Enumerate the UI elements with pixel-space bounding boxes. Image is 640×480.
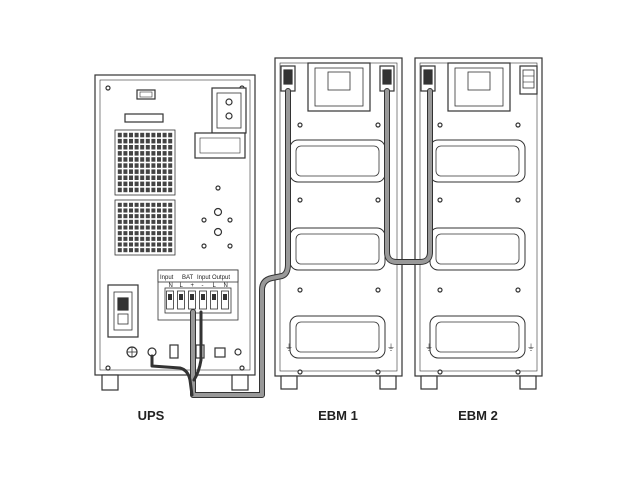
ebm2-handle-2 [429, 227, 526, 271]
ebm1-handle-1 [289, 139, 386, 183]
ups-vent-lower [114, 199, 176, 256]
terminal-pin-label: N [224, 283, 228, 289]
terminal-pin-label: N [169, 283, 173, 289]
svg-text:⏚: ⏚ [285, 343, 293, 352]
terminal-group-label: BAT [182, 275, 194, 281]
terminal-group-label: Input [197, 275, 211, 281]
ebm1-foot-left [280, 375, 298, 390]
terminal-pin-label: - [202, 283, 204, 289]
ebm2-handle-1 [429, 139, 526, 183]
ebm2-foot-left [420, 375, 438, 390]
svg-text:⏚: ⏚ [425, 343, 433, 352]
label-ebm2: EBM 2 [458, 408, 498, 423]
ups-foot-right [231, 374, 249, 391]
ebm2-foot-right [519, 375, 537, 390]
cable-ups-ground [150, 354, 194, 397]
terminal-pin-label: + [191, 283, 195, 289]
ebm1-foot-right [379, 375, 397, 390]
ups-foot-left [101, 374, 119, 391]
terminal-pin-label: L [180, 283, 184, 289]
svg-text:⏚: ⏚ [527, 343, 535, 352]
label-ups: UPS [137, 408, 165, 423]
ebm1-unit: ⏚ ⏚ [274, 57, 403, 390]
terminal-pin-label: L [213, 283, 217, 289]
ebm2-unit: ⏚ ⏚ [414, 57, 543, 390]
ups-switch-left [169, 344, 179, 359]
svg-text:⏚: ⏚ [387, 343, 395, 352]
cables [150, 88, 433, 398]
ebm2-handle-3 [429, 315, 526, 359]
ups-slot [124, 113, 164, 123]
terminal-group-label: Input [160, 275, 174, 281]
ups-vent-upper [114, 129, 176, 196]
ebm1-handle-2 [289, 227, 386, 271]
ebm1-handle-3 [289, 315, 386, 359]
label-ebm1: EBM 1 [318, 408, 358, 423]
terminal-group-label: Output [212, 275, 230, 281]
